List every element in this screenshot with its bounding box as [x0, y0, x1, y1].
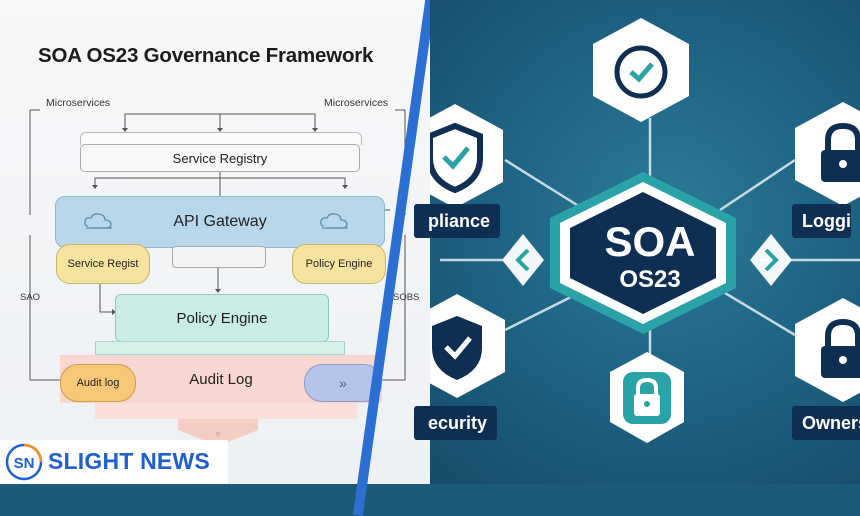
clock-check-icon [593, 18, 689, 122]
api-gateway-label: API Gateway [173, 213, 267, 230]
diagram-connectors [29, 109, 406, 446]
policy-engine-pill: Policy Engine [292, 244, 386, 284]
shield-check-icon [430, 104, 503, 208]
registry-top-strip [80, 132, 362, 145]
audit-log-label: Audit Log [189, 370, 253, 388]
policy-engine-base [95, 341, 345, 355]
brand-logo: SN SLIGHT NEWS [0, 440, 228, 484]
cloud-icon [320, 213, 348, 229]
brand-name: SLIGHT NEWS [48, 448, 210, 474]
soa-hub-hexagon [550, 172, 736, 334]
policy-engine-box: Policy Engine [115, 294, 329, 342]
audit-log-base [95, 403, 357, 419]
audit-log-pill: Audit log [60, 364, 136, 402]
diagram-title: SOA OS23 Governance Framework [38, 44, 374, 67]
gateway-connector-box [172, 246, 266, 268]
framework-diagram-panel: SOA OS23 Governance Framework Microservi… [0, 0, 440, 484]
service-registry-box: Service Registry [80, 144, 360, 172]
chevron-right-icon [750, 234, 792, 286]
brand-monogram-icon: SN [5, 443, 43, 481]
chevron-left-icon [502, 234, 544, 286]
hub-title: SOA [604, 218, 696, 265]
sao-label: SAO [20, 292, 41, 303]
sobs-label: SOBS [393, 292, 420, 303]
compliance-label: pliance [414, 204, 501, 238]
security-label: ecurity [414, 406, 498, 440]
shield-check-icon [430, 294, 505, 398]
service-registry-pill: Service Regist [56, 244, 150, 284]
lock-icon [795, 102, 860, 206]
lock-icon [795, 298, 860, 402]
microservices-label-left: Microservices [46, 97, 111, 109]
logging-label: Loggi [792, 204, 851, 238]
hub-illustration-panel [430, 0, 860, 484]
hub-subtitle: OS23 [619, 266, 681, 293]
lock-icon [610, 352, 684, 443]
brand-monogram: SN [14, 455, 35, 472]
cloud-icon [84, 213, 112, 229]
ownership-label: Owners [792, 406, 860, 440]
microservices-label-right: Microservices [324, 97, 389, 109]
